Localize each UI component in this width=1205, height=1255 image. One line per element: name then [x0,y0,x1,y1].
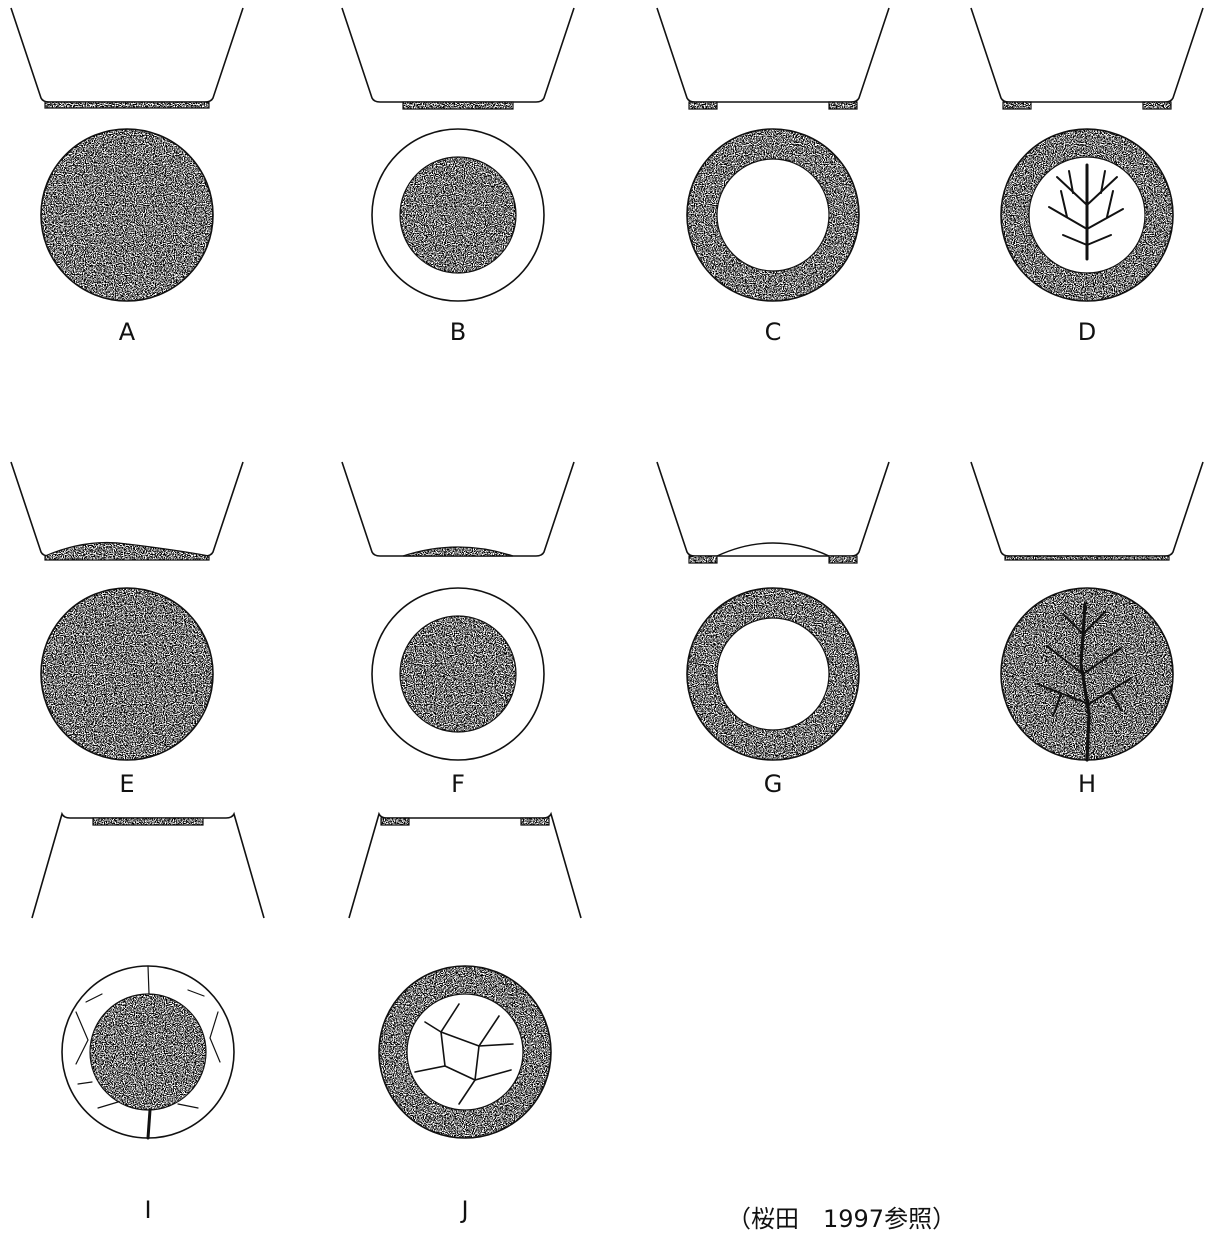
crack-line [148,1110,150,1138]
vessel-outline [11,8,243,102]
plan-view [687,129,859,301]
rim-plug-1-stipple [829,556,857,563]
panel-label-a: A [107,318,147,346]
panel-label-c: C [753,318,793,346]
rim-plug-1-stipple [1143,102,1171,109]
panel-a [11,8,243,301]
vessel-profile [971,8,1203,109]
plan-view [372,588,544,760]
rim-plug-1-stipple [521,818,549,825]
vessel-outline [657,8,889,102]
panel-label-f: F [438,770,478,798]
panel-d [971,8,1203,301]
plan-view [62,966,234,1138]
rim-plug-1-stipple [829,102,857,109]
plan-view [41,129,213,301]
crack-line [78,1082,92,1084]
panel-label-b: B [438,318,478,346]
panel-label-e: E [107,770,147,798]
vessel-profile [11,8,243,108]
crack-line [86,994,102,1002]
full-disc-stipple [41,129,213,301]
panel-j [349,814,581,1138]
vessel-outline [971,462,1203,556]
vessel-outline [11,462,243,556]
vessel-outline [349,814,581,918]
vessel-profile [342,8,574,109]
vessel-outline [657,462,889,556]
vessel-profile [11,462,243,560]
vessel-profile [32,814,264,918]
rim-plug-0-stipple [689,556,717,563]
panel-label-j: J [445,1196,485,1224]
panel-b [342,8,574,301]
panel-label-d: D [1067,318,1107,346]
full-disc-stipple [41,588,213,760]
plan-view [379,966,551,1138]
crack-line [178,1104,198,1108]
vessel-outline [971,8,1203,102]
vessel-profile [657,462,889,563]
rim-plug-0-stipple [1003,102,1031,109]
crack-line [148,966,149,994]
vessel-profile [342,462,574,556]
vessel-outline [342,8,574,102]
plan-view [687,588,859,760]
vessel-outline [342,462,574,556]
vessel-profile [349,814,581,918]
base-plug-stipple [45,102,209,108]
panel-h [971,462,1203,760]
panel-f [342,462,574,760]
panel-label-i: I [128,1196,168,1224]
source-citation: （桜田 1997参照） [727,1204,956,1234]
plan-view [41,588,213,760]
plan-view [1001,129,1173,301]
base-plug-stipple [403,102,513,109]
crack-line [210,1012,220,1062]
plan-view [372,129,544,301]
crack-line [188,990,204,996]
panel-i [32,814,264,1138]
vessel-profile [971,462,1203,560]
vessel-profile [657,8,889,109]
vessel-outline [32,814,264,918]
crack-line [98,1102,118,1108]
rim-plug-0-stipple [689,102,717,109]
panel-label-h: H [1067,770,1107,798]
panel-c [657,8,889,301]
crack-line [76,1012,88,1064]
panel-label-g: G [753,770,793,798]
rim-plug-0-stipple [381,818,409,825]
arched-base [717,543,829,556]
panel-e [11,462,243,760]
plan-view [1001,588,1173,760]
base-plug-stipple [93,818,203,825]
panel-g [657,462,889,760]
